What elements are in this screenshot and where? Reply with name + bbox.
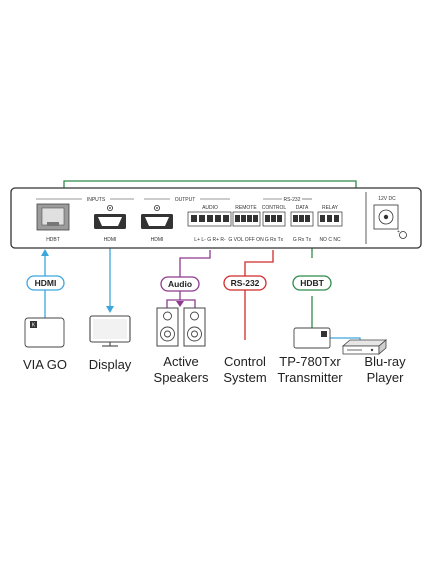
audio-pins-label: L+ L- G R+ R- bbox=[194, 237, 226, 243]
relay-terminal-label: RELAY bbox=[322, 205, 339, 211]
hdmi-output-port: HDMI bbox=[141, 204, 173, 243]
bluray-device: Blu-ray Player bbox=[341, 339, 406, 385]
rs232-cable bbox=[244, 250, 274, 340]
svg-text:RS-232: RS-232 bbox=[231, 278, 260, 288]
hdmi-badge: HDMI bbox=[26, 275, 65, 291]
hdbt-port-label: HDBT bbox=[46, 237, 60, 243]
display-label: Display bbox=[89, 357, 132, 372]
plus-icon: + bbox=[397, 229, 400, 235]
via-go-label: VIA GO bbox=[23, 357, 67, 372]
bluray-label-line1: Blu-ray bbox=[364, 354, 406, 369]
bluray-player-icon bbox=[341, 339, 388, 355]
audio-cable bbox=[166, 250, 211, 308]
speakers-device: Active Speakers bbox=[154, 307, 209, 385]
relay-pins-label: NO C NC bbox=[319, 237, 341, 243]
speaker-right-icon bbox=[183, 307, 206, 347]
hdmi-input-label: HDMI bbox=[104, 237, 117, 243]
rs232-section-label: RS-232 bbox=[284, 197, 301, 203]
output-section: OUTPUT bbox=[144, 197, 230, 203]
transmitter-label-line1: TP-780Txr bbox=[279, 354, 341, 369]
inputs-section: INPUTS bbox=[36, 197, 134, 203]
control-system-device: Control System bbox=[223, 354, 266, 385]
remote-pins-label: G VOL OFF ON bbox=[228, 237, 264, 243]
device-rear-panel: INPUTS OUTPUT RS-232 HDBT HDMI bbox=[10, 187, 422, 249]
speaker-left-icon bbox=[156, 307, 179, 347]
hdmi-output-label: HDMI bbox=[151, 237, 164, 243]
display-device: Display bbox=[89, 315, 132, 372]
remote-terminal-label: REMOTE bbox=[235, 205, 257, 211]
kramer-logo-icon bbox=[321, 331, 327, 337]
speakers-label-line1: Active bbox=[163, 354, 198, 369]
transmitter-label-line2: Transmitter bbox=[277, 370, 343, 385]
inputs-label: INPUTS bbox=[87, 197, 106, 203]
hdmi-input-port: HDMI bbox=[94, 204, 126, 243]
control-terminal: CONTROL G Rx Tx bbox=[262, 205, 287, 243]
control-pins-label: G Rx Tx bbox=[265, 237, 284, 243]
kramer-logo-icon bbox=[30, 321, 37, 328]
audio-terminal-label: AUDIO bbox=[202, 205, 218, 211]
audio-terminal: AUDIO L+ L- G R+ R- bbox=[187, 205, 232, 243]
data-pins-label: G Rx Tx bbox=[293, 237, 312, 243]
svg-text:HDMI: HDMI bbox=[35, 278, 57, 288]
rs232-section: RS-232 bbox=[263, 197, 312, 203]
control-label-line2: System bbox=[223, 370, 266, 385]
bluray-label-line2: Player bbox=[367, 370, 405, 385]
svg-text:HDBT: HDBT bbox=[300, 278, 324, 288]
data-terminal-label: DATA bbox=[296, 205, 309, 211]
audio-badge: Audio bbox=[160, 276, 200, 292]
output-label: OUTPUT bbox=[175, 197, 196, 203]
remote-terminal: REMOTE G VOL OFF ON bbox=[228, 205, 264, 243]
rs232-badge: RS-232 bbox=[223, 275, 267, 291]
power-label: 12V DC bbox=[378, 196, 396, 202]
via-go-device: K VIA GO bbox=[23, 317, 67, 372]
hdbt-badge: HDBT bbox=[292, 275, 332, 291]
relay-terminal: RELAY NO C NC bbox=[317, 205, 343, 243]
speakers-label-line2: Speakers bbox=[154, 370, 209, 385]
hdbt-port: HDBT bbox=[36, 203, 70, 243]
transmitter-device: TP-780Txr Transmitter bbox=[277, 327, 343, 385]
svg-text:K: K bbox=[32, 323, 36, 329]
data-terminal: DATA G Rx Tx bbox=[290, 205, 314, 243]
control-terminal-label: CONTROL bbox=[262, 205, 287, 211]
power-jack: 12V DC + bbox=[373, 196, 407, 239]
ground-screw-icon bbox=[399, 231, 407, 239]
svg-text:Audio: Audio bbox=[168, 279, 192, 289]
control-label-line1: Control bbox=[224, 354, 266, 369]
